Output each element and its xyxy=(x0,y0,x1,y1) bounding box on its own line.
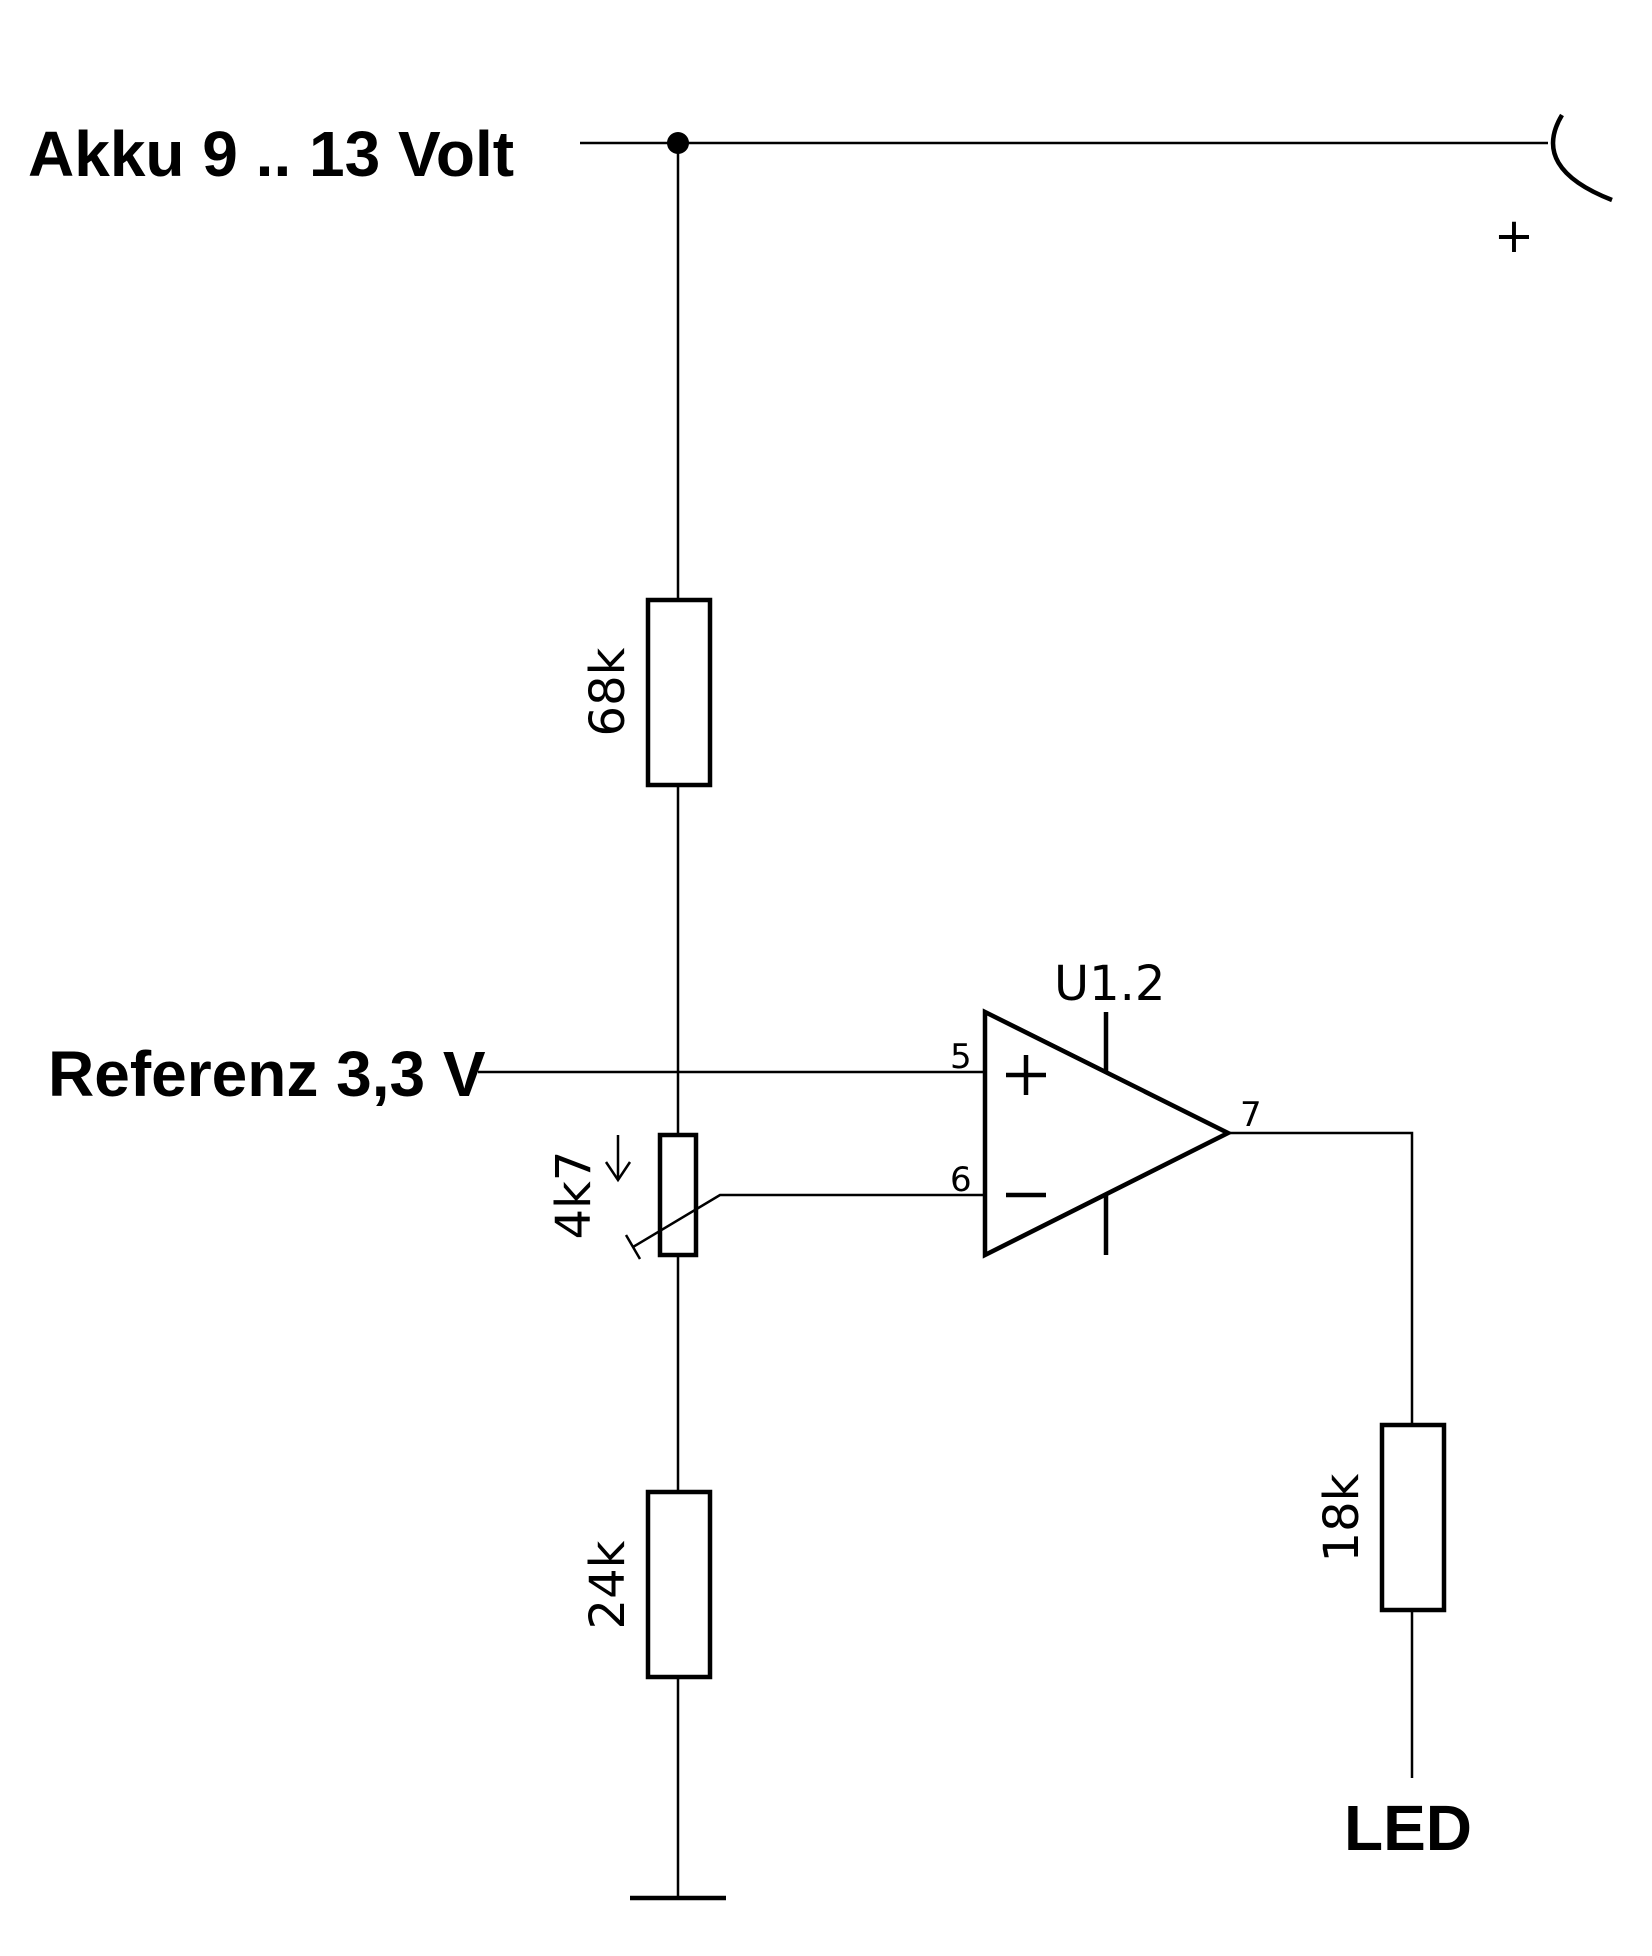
potentiometer-4k7 xyxy=(657,1132,699,1258)
resistor-24k-label: 24k xyxy=(580,1540,636,1629)
resistor-68k-label: 68k xyxy=(580,647,636,736)
pin-7-label: 7 xyxy=(1240,1095,1262,1135)
resistor-18k xyxy=(1379,1422,1447,1613)
resistor-24k xyxy=(645,1489,713,1680)
supply-terminal-arc xyxy=(1550,113,1613,203)
resistor-68k xyxy=(645,597,713,788)
opamp-label: U1.2 xyxy=(1054,956,1165,1012)
resistor-18k-label: 18k xyxy=(1314,1473,1370,1562)
adjust-arrow-icon xyxy=(604,1135,632,1183)
supply-plus-label: + xyxy=(1494,208,1534,264)
led-label: LED xyxy=(1344,1792,1472,1864)
potentiometer-wiper-tick xyxy=(624,1234,642,1260)
supply-label: Akku 9 .. 13 Volt xyxy=(28,118,514,190)
reference-label: Referenz 3,3 V xyxy=(48,1038,486,1110)
pin-5-label: 5 xyxy=(950,1037,972,1077)
plus-icon xyxy=(1006,1055,1046,1095)
potentiometer-label: 4k7 xyxy=(546,1151,602,1240)
wire-output-to-18k xyxy=(1228,1131,1414,1425)
pin-6-label: 6 xyxy=(950,1160,972,1200)
potentiometer-wiper xyxy=(632,1193,738,1249)
